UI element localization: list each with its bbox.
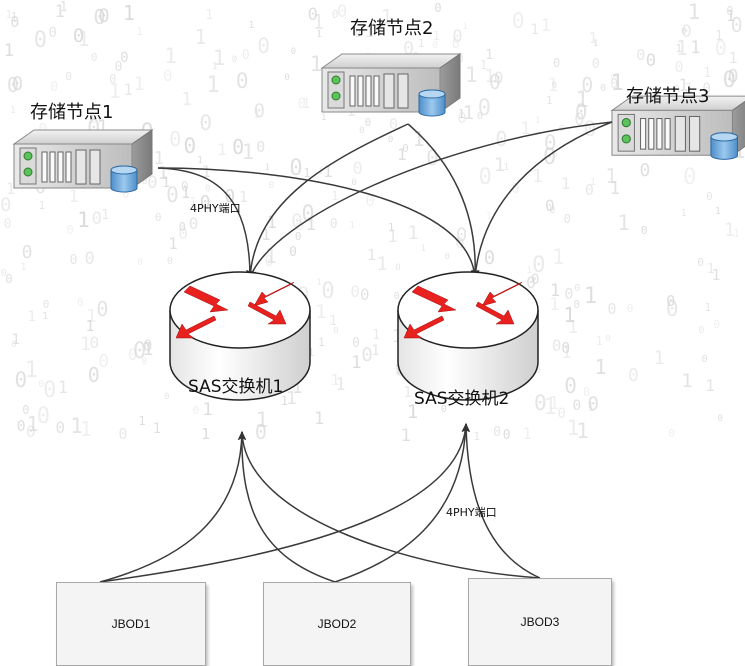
jbod-switch-links [99,423,541,583]
sas-switch-1-label: SAS交换机1 [188,377,284,397]
server-icon-node2 [321,53,461,117]
jbod-1-label: JBOD1 [111,617,151,631]
port-label-top: 4PHY端口 [190,202,241,215]
node-switch-links [157,121,613,279]
storage-node-1-label: 存储节点1 [30,102,114,123]
storage-node-2-label: 存储节点2 [350,18,434,39]
sas-switch-2-label: SAS交换机2 [414,389,510,409]
jbod-2-box: JBOD2 [263,582,411,666]
server-icon-node1 [13,129,153,193]
jbod-1-box: JBOD1 [56,582,206,666]
jbod-3-box: JBOD3 [468,578,612,666]
jbod-2-label: JBOD2 [317,617,357,631]
sas-switch-2-icon [397,271,539,401]
jbod-3-label: JBOD3 [520,615,560,629]
storage-node-3-label: 存储节点3 [626,86,710,107]
port-label-bottom: 4PHY端口 [446,506,497,519]
